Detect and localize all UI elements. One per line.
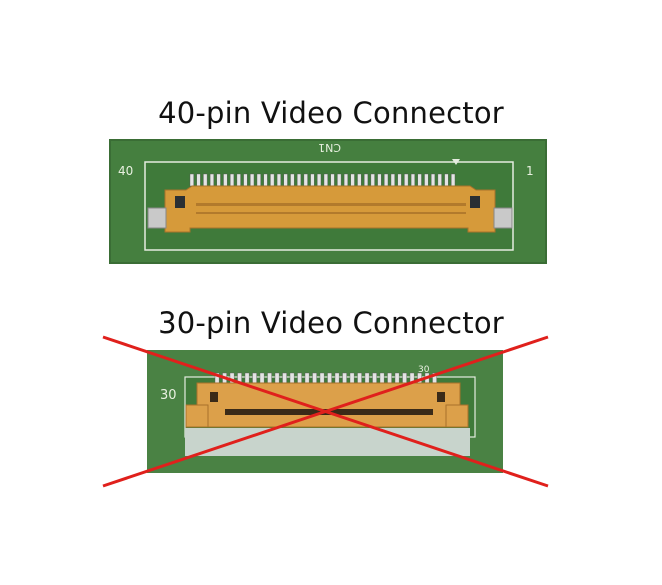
connector-pin: [250, 173, 255, 187]
connector-pin: [343, 173, 348, 187]
connector-pin: [431, 173, 436, 187]
connector-pin: [236, 173, 241, 187]
connector-pin: [451, 173, 456, 187]
connector-pin: [410, 173, 415, 187]
silk-1-label: 1: [526, 164, 534, 178]
connector-30-title: 30-pin Video Connector: [158, 306, 504, 340]
connector-pin: [370, 173, 375, 187]
connector-pin: [196, 173, 201, 187]
silk-cn1-label: CN1: [318, 141, 341, 154]
connector-pin: [303, 173, 308, 187]
connector-pin: [404, 173, 409, 187]
crossed-out-mark-icon: [102, 335, 549, 488]
connector-pin: [216, 173, 221, 187]
connector-pin: [317, 173, 322, 187]
connector-pin: [229, 173, 235, 187]
connector-pin: [417, 173, 422, 187]
connector-pin: [243, 173, 248, 187]
silk-30-label: 30: [160, 388, 177, 403]
pin-row-40: [189, 173, 456, 187]
connector-pin: [384, 173, 389, 187]
silk-30-pin-label: 30: [418, 365, 430, 375]
silk-40-label: 40: [118, 164, 133, 178]
connector-pin: [323, 173, 328, 187]
pin1-marker-icon: [452, 159, 460, 165]
connector-pin: [203, 173, 208, 187]
connector-pin: [256, 173, 261, 187]
connector-pin: [223, 173, 228, 187]
connector-pin: [377, 173, 382, 187]
connector-pin: [310, 173, 315, 187]
connector-pin: [330, 173, 335, 187]
connector-pin: [270, 173, 275, 187]
connector-pin: [263, 173, 268, 187]
connector-pin: [350, 173, 355, 187]
connector-pin: [357, 173, 362, 187]
connector-pin: [290, 173, 295, 187]
connector-pin: [424, 173, 429, 187]
connector-pin: [209, 173, 214, 187]
connector-pin: [390, 173, 395, 187]
connector-pin: [276, 173, 281, 187]
connector-pin: [437, 173, 442, 187]
connector-40-photo: 40 1 CN1: [109, 139, 547, 264]
connector-pin: [397, 173, 402, 187]
connector-pin: [189, 173, 194, 187]
connector-40-title: 40-pin Video Connector: [158, 96, 504, 130]
connector-pin: [297, 173, 302, 187]
connector-pin: [364, 173, 369, 187]
connector-pin: [337, 173, 342, 187]
connector-pin: [283, 173, 288, 187]
connector-pin: [444, 173, 449, 187]
